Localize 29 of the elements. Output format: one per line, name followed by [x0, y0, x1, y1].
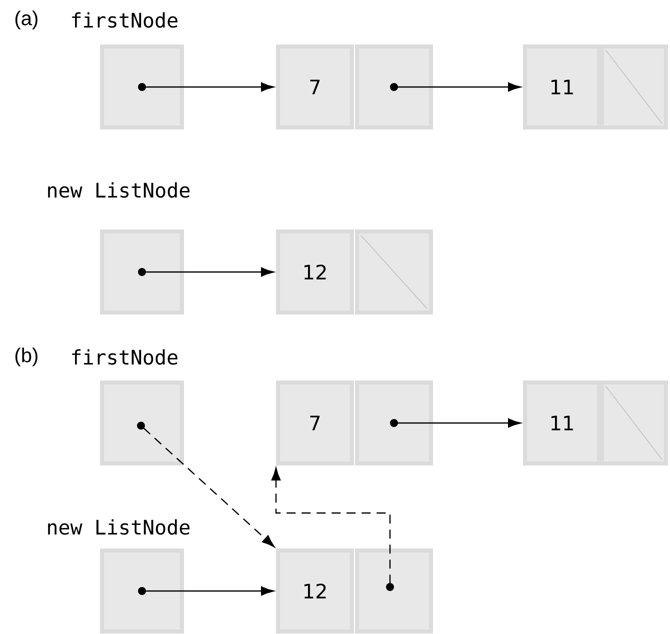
pointer-cell — [355, 548, 433, 634]
pointer-name: new ListNode — [48, 182, 190, 198]
arrow — [390, 82, 521, 92]
data-cell: 7 — [276, 380, 354, 466]
pointer-cell — [100, 44, 184, 130]
pointer-name: firstNode — [72, 12, 178, 28]
null-cell — [600, 44, 668, 130]
arrow — [138, 82, 274, 92]
data-cell: 11 — [523, 44, 601, 130]
arrow — [271, 468, 394, 591]
data-cell: 12 — [276, 230, 354, 314]
pointer-cell — [100, 380, 184, 466]
pointer-cell — [355, 380, 433, 466]
pointer-cell — [100, 548, 184, 634]
pointer-cell — [100, 230, 184, 314]
arrow — [390, 418, 521, 428]
pointer-cell — [355, 44, 433, 130]
data-cell: 11 — [523, 380, 601, 466]
null-cell — [355, 230, 433, 314]
arrow — [136, 422, 275, 548]
panel-label: (b) — [15, 348, 38, 366]
data-cell: 12 — [276, 548, 354, 634]
arrow — [138, 267, 274, 277]
pointer-name: new ListNode — [48, 519, 190, 535]
data-cell: 7 — [276, 44, 354, 130]
arrow — [138, 586, 274, 596]
null-cell — [600, 380, 668, 466]
panel-label: (a) — [15, 10, 38, 30]
pointer-name: firstNode — [72, 349, 178, 365]
